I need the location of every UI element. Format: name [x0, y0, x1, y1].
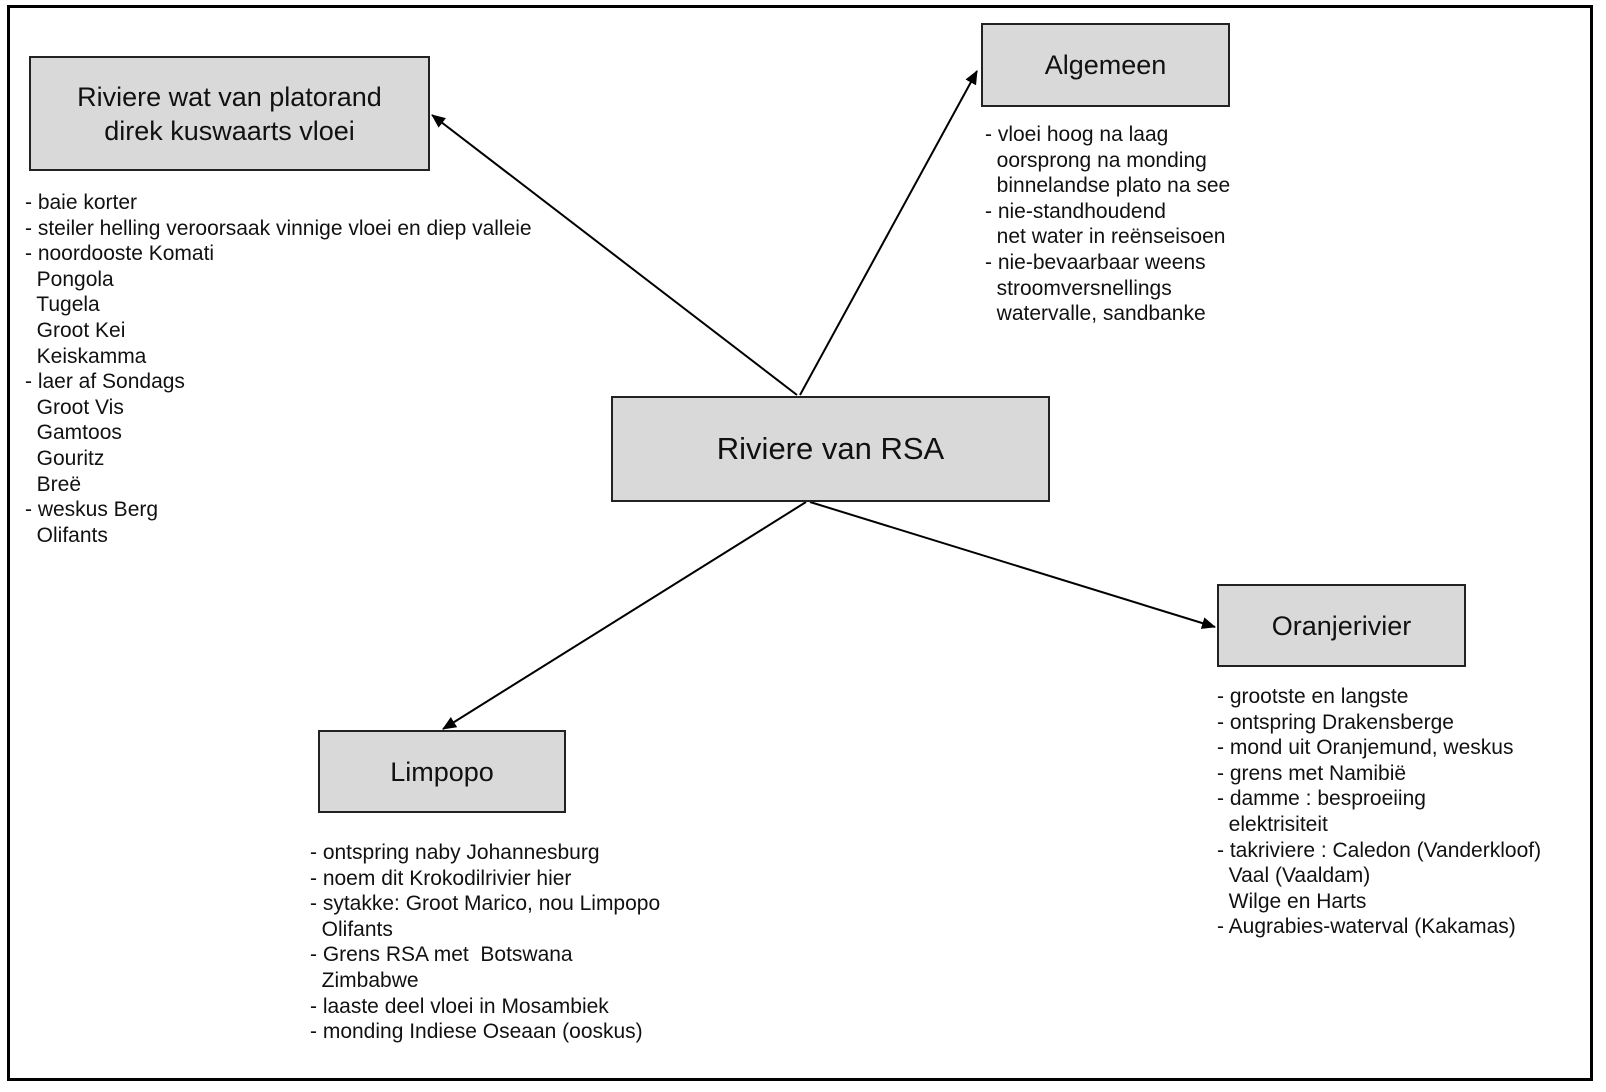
- note-line: watervalle, sandbanke: [985, 302, 1206, 326]
- node-algemeen-label: Algemeen: [1044, 50, 1167, 80]
- note-line: - Grens RSA met Botswana: [310, 943, 573, 967]
- arrow-to-limpopo: [442, 501, 807, 730]
- node-oranje-label: Oranjerivier: [1271, 610, 1412, 641]
- diagram-frame: [7, 5, 1593, 1081]
- note-line: - vloei hoog na laag: [985, 123, 1169, 146]
- note-line: - noordooste Komati: [25, 242, 215, 266]
- note-line: - laer af Sondags: [25, 370, 185, 394]
- note-line: Pongola: [25, 267, 114, 291]
- note-line: Groot Kei: [25, 318, 126, 342]
- arrow-to-platorand: [431, 114, 798, 396]
- note-line: stroomversnellings: [985, 276, 1172, 300]
- note-line: - damme : besproeiing: [1217, 787, 1426, 811]
- note-line: binnelandse plato na see: [985, 174, 1231, 198]
- note-line: Wilge en Harts: [1217, 889, 1367, 913]
- note-line: - noem dit Krokodilrivier hier: [310, 866, 572, 890]
- notes-algemeen: - vloei hoog na laag oorsprong na mondin…: [985, 122, 1230, 327]
- note-line: elektrisiteit: [1217, 812, 1328, 836]
- node-algemeen: Algemeen: [981, 23, 1230, 107]
- note-line: - grens met Namibië: [1217, 761, 1407, 785]
- note-line: - mond uit Oranjemund, weskus: [1217, 736, 1514, 760]
- node-center-label: Riviere van RSA: [716, 431, 945, 466]
- note-line: - Augrabies-waterval (Kakamas): [1217, 915, 1516, 939]
- note-line: Gouritz: [25, 446, 105, 470]
- note-line: Vaal (Vaaldam): [1217, 864, 1371, 888]
- note-line: Gamtoos: [25, 421, 122, 445]
- note-line: - steiler helling veroorsaak vinnige vlo…: [25, 216, 532, 240]
- note-line: Breë: [25, 472, 82, 496]
- arrow-to-algemeen: [799, 70, 978, 396]
- note-line: Keiskamma: [25, 344, 147, 368]
- node-center: Riviere van RSA: [611, 396, 1050, 502]
- note-line: - nie-standhoudend: [985, 199, 1166, 223]
- node-limpopo-label: Limpopo: [390, 756, 494, 787]
- arrow-to-oranje: [809, 501, 1216, 629]
- note-line: Olifants: [25, 523, 108, 547]
- note-line: - nie-bevaarbaar weens: [985, 250, 1206, 274]
- note-line: - grootste en langste: [1217, 685, 1409, 708]
- node-platorand: Riviere wat van platorand direk kuswaart…: [29, 56, 430, 171]
- note-line: - monding Indiese Oseaan (ooskus): [310, 1020, 643, 1044]
- note-line: Groot Vis: [25, 395, 124, 419]
- node-platorand-label: Riviere wat van platorand direk kuswaart…: [77, 81, 382, 146]
- note-line: oorsprong na monding: [985, 148, 1207, 172]
- note-line: - ontspring Drakensberge: [1217, 710, 1454, 734]
- note-line: net water in reënseisoen: [985, 225, 1226, 249]
- note-line: Tugela: [25, 293, 100, 317]
- notes-limpopo: - ontspring naby Johannesburg - noem dit…: [310, 840, 660, 1045]
- notes-oranje: - grootste en langste - ontspring Draken…: [1217, 684, 1541, 940]
- note-line: - laaste deel vloei in Mosambiek: [310, 994, 609, 1018]
- node-oranje: Oranjerivier: [1217, 584, 1466, 667]
- note-line: - sytakke: Groot Marico, nou Limpopo: [310, 892, 661, 916]
- notes-platorand: - baie korter - steiler helling veroorsa…: [25, 190, 532, 548]
- note-line: Olifants: [310, 917, 393, 941]
- node-limpopo: Limpopo: [318, 730, 566, 813]
- note-line: - ontspring naby Johannesburg: [310, 841, 600, 864]
- note-line: Zimbabwe: [310, 968, 419, 992]
- note-line: - takriviere : Caledon (Vanderkloof): [1217, 838, 1542, 862]
- note-line: - baie korter: [25, 191, 138, 214]
- note-line: - weskus Berg: [25, 498, 159, 522]
